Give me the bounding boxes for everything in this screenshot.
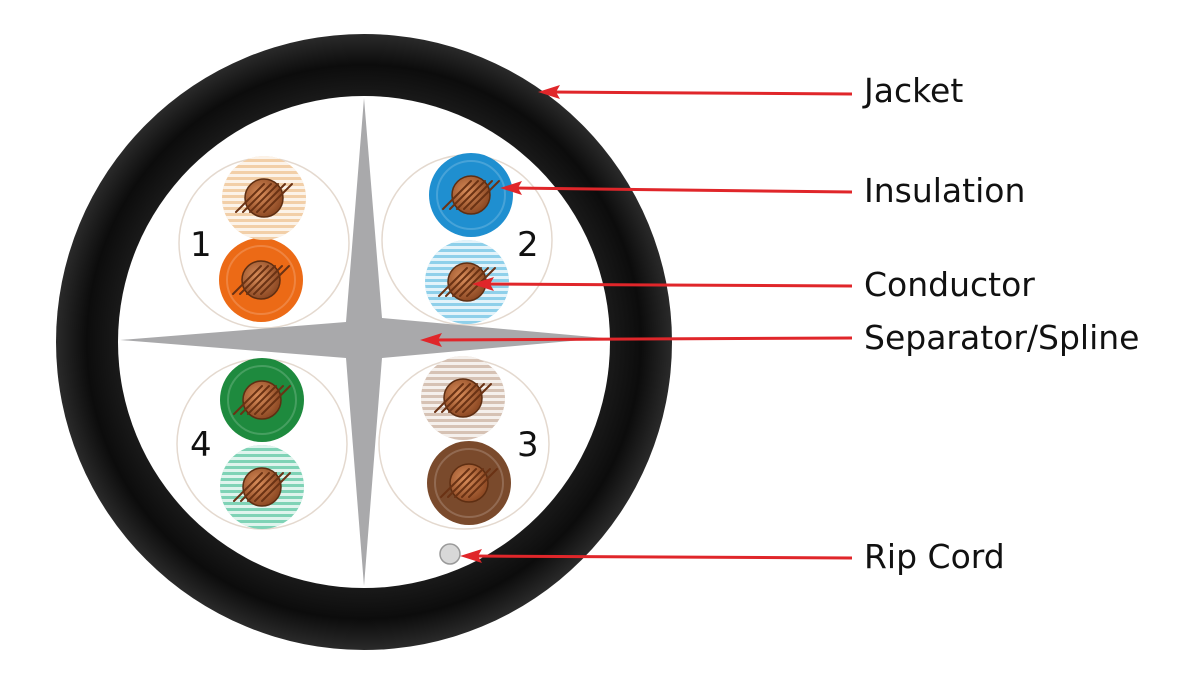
separator-spline — [120, 98, 604, 586]
label-jacket: Jacket — [864, 71, 964, 110]
pair-3-striped-conductor — [434, 378, 492, 418]
rip-cord — [439, 543, 461, 565]
callout-arrows — [420, 85, 853, 563]
label-conductor: Conductor — [864, 265, 1035, 304]
pair-number-3: 3 — [517, 425, 539, 465]
label-separator-spline: Separator/Spline — [864, 318, 1140, 357]
pair-4-striped-wire — [220, 445, 304, 529]
pair-2-striped-wire — [425, 240, 509, 324]
pair-2-striped-conductor — [438, 262, 496, 302]
pair-number-4: 4 — [190, 425, 212, 465]
pair-1-solid-conductor — [232, 260, 290, 300]
insulation-arrow — [500, 181, 853, 195]
pair-4-striped-conductor — [233, 467, 291, 507]
pair-3-solid-conductor — [440, 463, 498, 503]
pair-1-striped-conductor — [235, 178, 293, 218]
pair-number-2: 2 — [517, 225, 539, 265]
pair-1-solid-wire — [219, 238, 303, 322]
separator-arrow — [420, 333, 853, 347]
label-insulation: Insulation — [864, 171, 1026, 210]
label-rip-cord: Rip Cord — [864, 537, 1005, 576]
rip-cord-arrow — [460, 549, 853, 563]
jacket-arrow — [538, 85, 853, 99]
pair-4-solid-wire — [220, 358, 304, 442]
wire-pairs — [219, 153, 513, 529]
pair-3-solid-wire — [427, 441, 511, 525]
pair-number-1: 1 — [190, 225, 212, 265]
pair-4-solid-conductor — [233, 380, 291, 420]
pair-3-striped-wire — [421, 356, 505, 440]
pair-2-solid-conductor — [442, 175, 500, 215]
pair-2-solid-wire — [429, 153, 513, 237]
conductor-arrow — [472, 277, 853, 291]
pair-1-striped-wire — [222, 156, 306, 240]
